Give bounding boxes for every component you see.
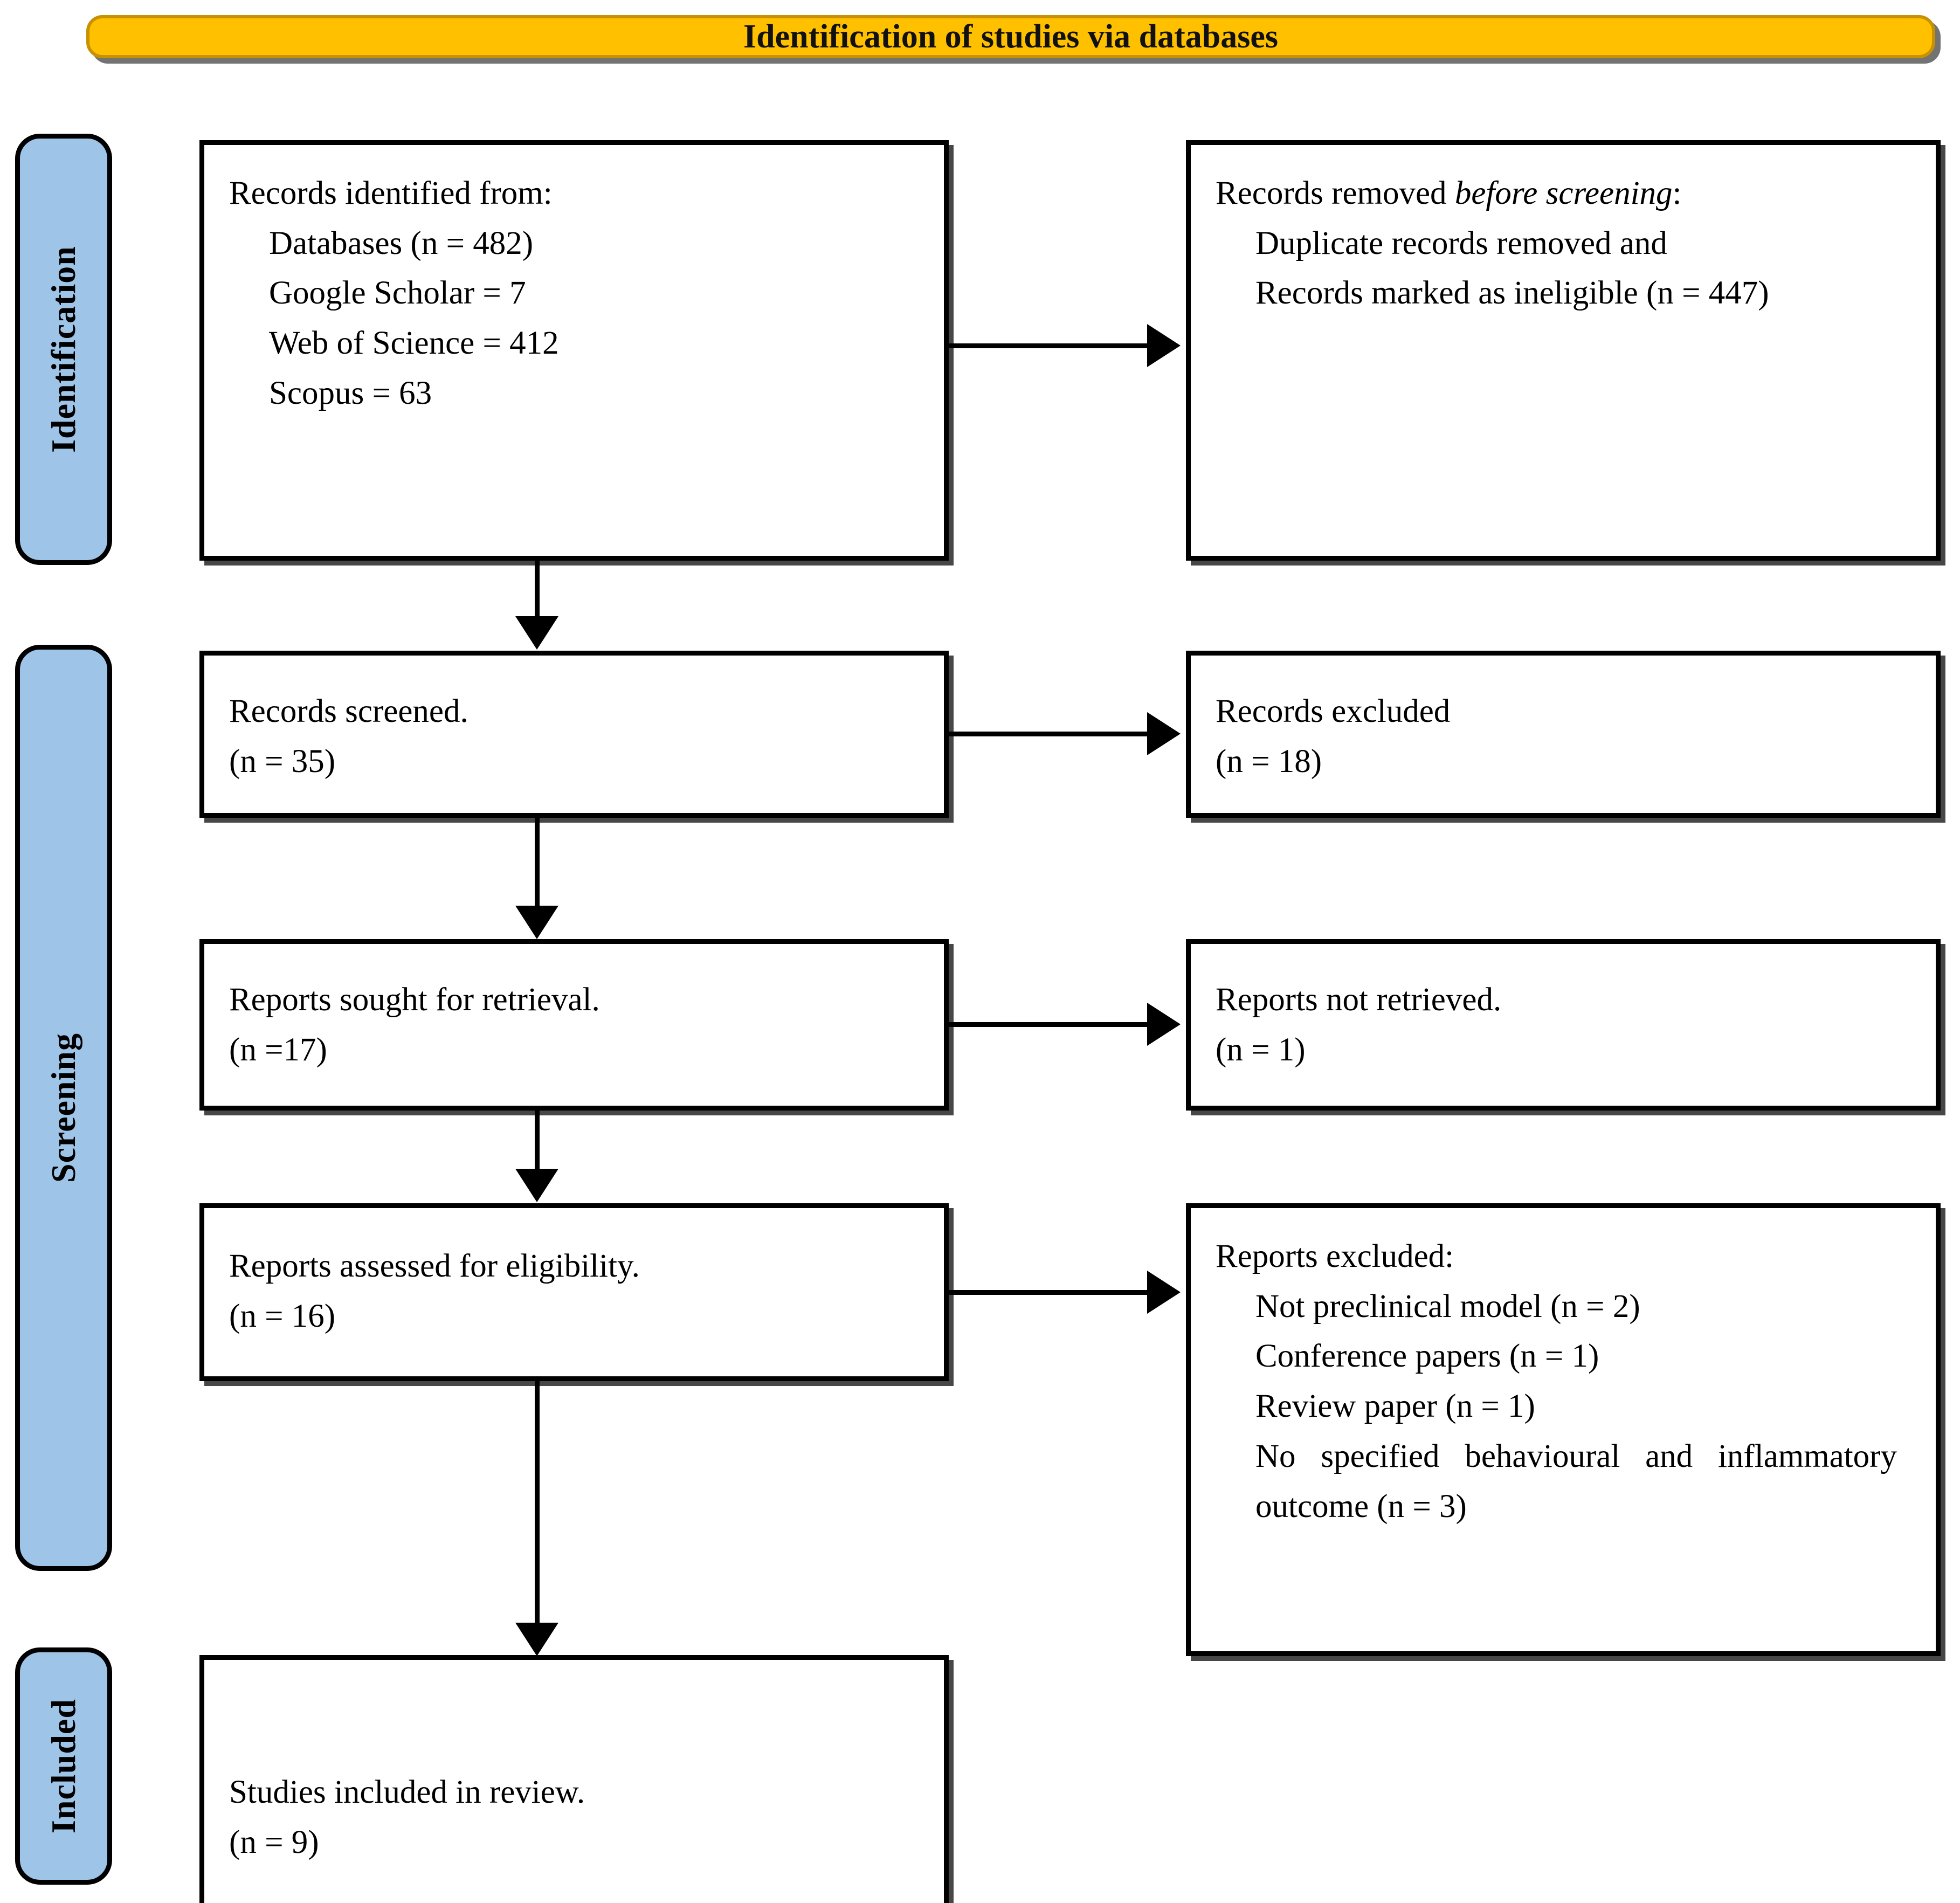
reports-excluded-line-2: Conference papers (n = 1) [1255,1338,1599,1375]
arrowhead-identified-to-screened [515,616,558,650]
connector-identified-to-removed [949,343,1148,348]
connector-assessed-to-reports-excluded [949,1290,1148,1295]
reports-not-retrieved-line-2: (n = 1) [1216,1031,1306,1068]
arrowhead-sought-to-not-retrieved [1147,1003,1181,1046]
arrowhead-identified-to-removed [1147,324,1181,367]
reports-excluded-line-1: Not preclinical model (n = 2) [1255,1288,1640,1325]
rail-included-label: Included [44,1699,82,1833]
records-removed-line-1: Duplicate records removed and [1255,225,1667,261]
records-identified-line-3: Web of Science = 412 [269,325,559,362]
arrowhead-screened-to-excluded [1147,712,1181,755]
records-screened-line-2: (n = 35) [229,743,336,780]
records-removed-heading: Records removed before screening: [1216,169,1911,219]
records-excluded-line-1: Records excluded [1216,693,1451,729]
reports-assessed-line-1: Reports assessed for eligibility. [229,1248,640,1284]
box-records-screened: Records screened. (n = 35) [199,651,949,818]
box-reports-assessed: Reports assessed for eligibility. (n = 1… [199,1203,949,1381]
reports-not-retrieved-line-1: Reports not retrieved. [1216,982,1502,1018]
records-removed-heading-prefix: Records removed [1216,175,1455,211]
box-reports-excluded: Reports excluded: Not preclinical model … [1186,1203,1941,1656]
records-identified-line-2: Google Scholar = 7 [269,275,526,312]
reports-excluded-line-4: No specified behavioural and inflammator… [1255,1438,1897,1525]
connector-screened-to-excluded [949,732,1148,736]
connector-sought-to-assessed [535,1111,540,1170]
arrowhead-assessed-to-reports-excluded [1147,1271,1181,1314]
arrowhead-assessed-to-included [515,1623,558,1656]
reports-excluded-heading: Reports excluded: [1216,1238,1454,1274]
records-identified-line-4: Scopus = 63 [269,375,432,411]
connector-identified-to-screened [535,561,540,617]
reports-sought-line-1: Reports sought for retrieval. [229,982,600,1018]
arrowhead-screened-to-sought [515,906,558,939]
studies-included-line-1: Studies included in review. [229,1774,585,1810]
rail-identification: Identification [15,134,112,565]
reports-assessed-line-2: (n = 16) [229,1298,336,1334]
records-removed-line-2: Records marked as ineligible (n = 447) [1255,275,1769,312]
rail-identification-label: Identification [44,246,82,453]
records-removed-heading-suffix: : [1672,175,1682,211]
box-records-identified: Records identified from: Databases (n = … [199,140,949,561]
rail-included: Included [15,1647,112,1885]
studies-included-line-2: (n = 9) [229,1824,319,1860]
records-screened-line-1: Records screened. [229,693,468,729]
rail-screening-label: Screening [44,1032,82,1183]
connector-screened-to-sought [535,818,540,907]
reports-sought-line-2: (n =17) [229,1031,327,1068]
rail-screening: Screening [15,645,112,1571]
arrowhead-sought-to-assessed [515,1169,558,1202]
reports-excluded-line-3: Review paper (n = 1) [1255,1388,1535,1425]
box-studies-included: Studies included in review. (n = 9) [199,1655,949,1903]
records-excluded-line-2: (n = 18) [1216,743,1322,780]
connector-assessed-to-included [535,1381,540,1624]
box-records-removed: Records removed before screening: Duplic… [1186,140,1941,561]
records-identified-line-1: Databases (n = 482) [269,225,534,261]
identification-banner: Identification of studies via databases [86,15,1935,58]
records-identified-heading: Records identified from: [229,175,553,211]
box-reports-not-retrieved: Reports not retrieved. (n = 1) [1186,939,1941,1111]
connector-sought-to-not-retrieved [949,1022,1148,1027]
banner-title: Identification of studies via databases [743,18,1279,55]
box-reports-sought: Reports sought for retrieval. (n =17) [199,939,949,1111]
records-removed-heading-italic: before screening [1454,175,1673,211]
box-records-excluded: Records excluded (n = 18) [1186,651,1941,818]
